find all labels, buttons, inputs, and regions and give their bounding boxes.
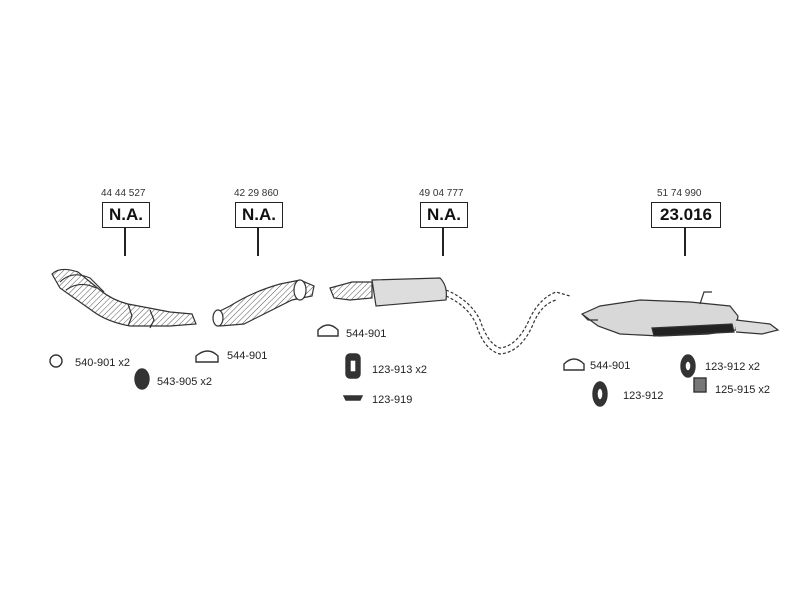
clamp-icon[interactable] (563, 358, 585, 371)
leader-line-3 (442, 228, 444, 256)
part-code-box-2[interactable]: N.A. (235, 202, 283, 228)
bracket-icon[interactable] (693, 377, 707, 393)
rear-silencer-drawing[interactable] (580, 291, 780, 337)
part-label-544-901-b[interactable]: 544-901 (346, 328, 387, 340)
leader-line-2 (257, 228, 259, 256)
part-label-543-905[interactable]: 543-905 x2 (157, 376, 213, 388)
middle-silencer-drawing[interactable] (329, 277, 571, 355)
front-pipe-drawing[interactable] (51, 268, 197, 329)
catalytic-converter-drawing[interactable] (212, 279, 315, 327)
part-label-544-901-a[interactable]: 544-901 (227, 350, 268, 362)
oem-number-2: 42 29 860 (234, 188, 279, 199)
oem-number-1: 44 44 527 (101, 188, 146, 199)
part-code-box-4[interactable]: 23.016 (651, 202, 721, 228)
part-label-540-901[interactable]: 540-901 x2 (75, 357, 131, 369)
strap-icon[interactable] (342, 395, 364, 401)
part-label-123-912-x2[interactable]: 123-912 x2 (705, 361, 761, 373)
part-label-123-919[interactable]: 123-919 (372, 394, 413, 406)
part-label-123-913[interactable]: 123-913 x2 (372, 364, 428, 376)
gasket-icon[interactable] (49, 354, 63, 368)
leader-line-4 (684, 228, 686, 256)
part-label-544-901-c[interactable]: 544-901 (590, 360, 631, 372)
clamp-icon[interactable] (195, 350, 219, 363)
oem-number-4: 51 74 990 (657, 188, 702, 199)
clamp-icon[interactable] (317, 324, 339, 337)
part-label-125-915[interactable]: 125-915 x2 (715, 384, 771, 396)
part-code-box-3[interactable]: N.A. (420, 202, 468, 228)
leader-line-1 (124, 228, 126, 256)
part-label-123-912[interactable]: 123-912 (623, 390, 664, 402)
oem-number-3: 49 04 777 (419, 188, 464, 199)
gasket-icon[interactable] (134, 368, 150, 390)
part-code-box-1[interactable]: N.A. (102, 202, 150, 228)
